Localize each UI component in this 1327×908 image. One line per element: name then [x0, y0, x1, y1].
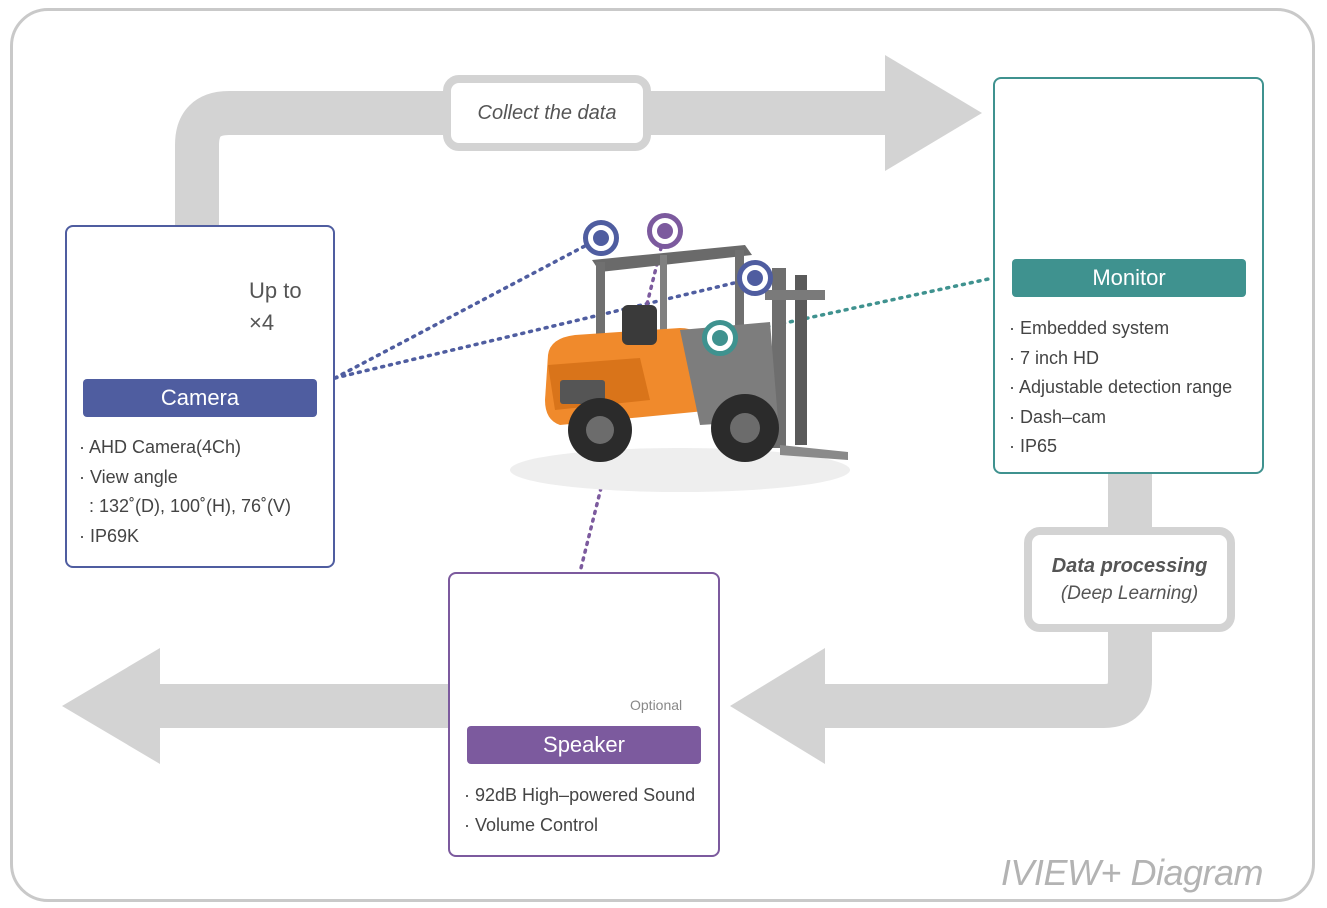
- monitor-spec: · IP65: [1009, 436, 1058, 456]
- camera-quantity-line2: ×4: [249, 310, 275, 335]
- diagram-title: IVIEW+ Diagram: [1000, 852, 1264, 893]
- monitor-spec: · Embedded system: [1009, 318, 1170, 338]
- camera-spec: · IP69K: [79, 525, 140, 546]
- speaker-title: Speaker: [467, 726, 701, 764]
- speaker-spec-list: · 92dB High–powered Sound · Volume Contr…: [464, 781, 695, 840]
- camera-spec-list: · AHD Camera(4Ch) · View angle : 132˚(D)…: [79, 433, 291, 551]
- bottom-flow-arrowhead: [62, 648, 160, 764]
- collect-data-label: Collect the data: [443, 75, 651, 151]
- camera-quantity: Up to ×4: [249, 275, 302, 339]
- camera-spec: · AHD Camera(4Ch): [79, 437, 242, 457]
- camera-connector-2: [333, 276, 757, 380]
- speaker-spec: · 92dB High–powered Sound: [464, 785, 696, 805]
- camera-title: Camera: [83, 379, 317, 417]
- monitor-spec: · Adjustable detection range: [1009, 377, 1233, 397]
- speaker-card: Optional Speaker · 92dB High–powered Sou…: [448, 572, 720, 857]
- speaker-spec: · Volume Control: [464, 814, 599, 835]
- camera-spec: · View angle: [79, 466, 178, 487]
- collect-data-text: Collect the data: [477, 101, 617, 124]
- monitor-spec: · Dash–cam: [1009, 406, 1107, 427]
- monitor-spec-list: · Embedded system · 7 inch HD · Adjustab…: [1009, 314, 1232, 462]
- data-processing-text: Data processing: [1051, 554, 1208, 577]
- monitor-spec: · 7 inch HD: [1009, 347, 1100, 368]
- camera-location-pin: [737, 260, 773, 296]
- camera-card: Up to ×4 Camera · AHD Camera(4Ch) · View…: [65, 225, 335, 568]
- deep-learning-text: (Deep Learning): [1060, 582, 1199, 604]
- top-flow-arrow: [175, 91, 905, 226]
- speaker-location-pin: [647, 213, 683, 249]
- camera-location-pin: [583, 220, 619, 256]
- forklift-illustration: [510, 245, 850, 492]
- monitor-location-pin: [702, 320, 738, 356]
- data-processing-label: Data processing (Deep Learning): [1024, 527, 1235, 632]
- camera-quantity-line1: Up to: [249, 278, 302, 303]
- camera-connector-1: [333, 236, 602, 380]
- monitor-title: Monitor: [1012, 259, 1246, 297]
- right-flow-arrowhead: [730, 648, 825, 764]
- top-flow-arrowhead: [885, 55, 982, 171]
- speaker-optional-label: Optional: [630, 697, 683, 713]
- monitor-card: Monitor · Embedded system · 7 inch HD · …: [993, 77, 1264, 474]
- camera-spec: : 132˚(D), 100˚(H), 76˚(V): [79, 496, 292, 516]
- right-flow-arrow: [805, 474, 1152, 728]
